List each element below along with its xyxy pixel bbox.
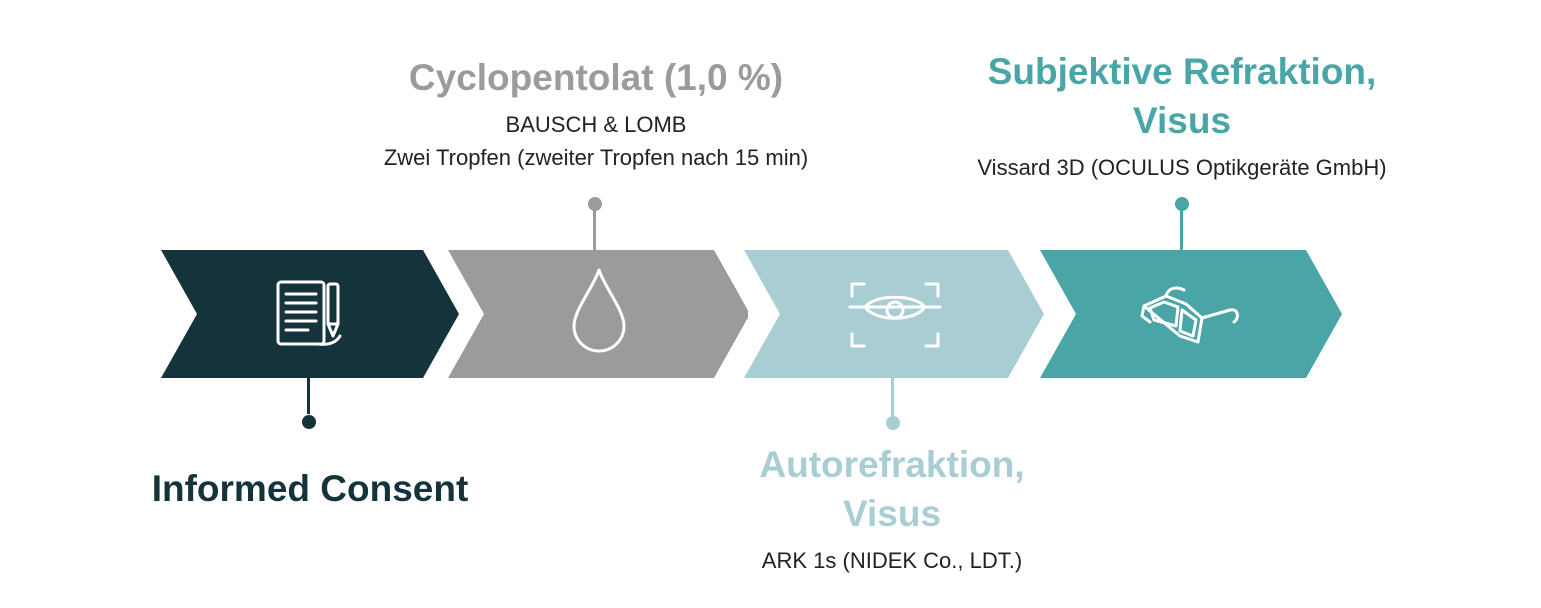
step-2-label: Cyclopentolat (1,0 %) BAUSCH & LOMB Zwei…	[346, 53, 846, 174]
step-2-details: BAUSCH & LOMB Zwei Tropfen (zweiter Trop…	[346, 108, 846, 174]
eye-scan-icon	[848, 280, 942, 355]
step-1-connector	[307, 378, 310, 414]
step-1-title: Informed Consent	[110, 464, 510, 513]
step-3-detail-1: ARK 1s (NIDEK Co., LDT.)	[761, 548, 1023, 573]
step-3-chevron	[744, 250, 1044, 378]
step-4-label: Subjektive Refraktion, Visus Vissard 3D …	[932, 47, 1432, 184]
drop-icon	[569, 266, 629, 361]
step-1-title-line: Informed Consent	[151, 468, 469, 509]
step-2-detail-2: Zwei Tropfen (zweiter Tropfen nach 15 mi…	[383, 145, 809, 170]
step-4-connector	[1180, 210, 1183, 250]
step-3-title-line-1: Autorefraktion,	[759, 444, 1025, 485]
step-3-title: Autorefraktion, Visus	[692, 440, 1092, 538]
step-4-title-line-1: Subjektive Refraktion,	[987, 51, 1377, 92]
step-4-chevron	[1040, 250, 1342, 378]
step-1-dot	[302, 415, 316, 429]
step-4-title: Subjektive Refraktion, Visus	[932, 47, 1432, 145]
step-2-detail-1: BAUSCH & LOMB	[505, 112, 687, 137]
step-3-label: Autorefraktion, Visus ARK 1s (NIDEK Co.,…	[692, 440, 1092, 577]
step-4-dot	[1175, 197, 1189, 211]
step-4-details: Vissard 3D (OCULUS Optikgeräte GmbH)	[932, 151, 1432, 184]
step-2-title-line: Cyclopentolat (1,0 %)	[408, 57, 784, 98]
step-4-title-line-2: Visus	[1132, 100, 1232, 141]
step-2-title: Cyclopentolat (1,0 %)	[346, 53, 846, 102]
step-2-dot	[588, 197, 602, 211]
3d-glasses-icon	[1140, 284, 1244, 355]
step-3-details: ARK 1s (NIDEK Co., LDT.)	[692, 544, 1092, 577]
step-3-title-line-2: Visus	[842, 493, 942, 534]
step-3-dot	[886, 416, 900, 430]
step-1-label: Informed Consent	[110, 464, 510, 513]
step-1-chevron	[161, 250, 461, 378]
step-2-connector	[593, 210, 596, 250]
step-2-chevron	[448, 250, 748, 378]
document-pen-icon	[274, 278, 346, 355]
step-3-connector	[891, 378, 894, 416]
step-4-detail-1: Vissard 3D (OCULUS Optikgeräte GmbH)	[977, 155, 1387, 180]
